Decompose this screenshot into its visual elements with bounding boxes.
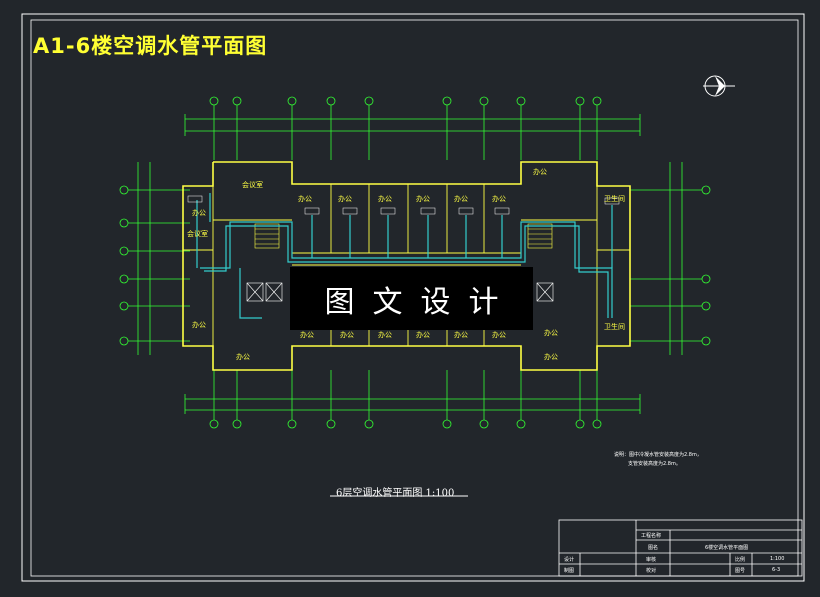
title-block-sheet-label: 图号: [735, 568, 746, 574]
room-label: 办公: [544, 353, 558, 361]
title-block-scale-value: 1:100: [770, 556, 785, 562]
room-label: 办公: [416, 331, 430, 339]
room-label: 办公: [454, 195, 468, 203]
room-label: 办公: [192, 321, 206, 329]
fan-coil-units: [187, 195, 620, 215]
title-block-review-label: 校对: [646, 568, 657, 574]
room-label: 办公: [340, 331, 354, 339]
elevators: [246, 282, 554, 302]
title-block-sheet-value: 6-3: [772, 567, 781, 573]
title-block-drawing-label: 图名: [648, 545, 659, 551]
room-label: 办公: [378, 195, 392, 203]
watermark-overlay: 图文设计: [290, 267, 533, 330]
room-label: 办公: [533, 168, 547, 176]
room-label: 卫生间: [604, 195, 625, 203]
room-label: 办公: [544, 329, 558, 337]
left-dimension-lines: [119, 162, 190, 355]
room-label: 卫生间: [604, 323, 625, 331]
room-label: 会议室: [242, 181, 263, 189]
room-label: 办公: [378, 331, 392, 339]
watermark-text: 图文设计: [324, 284, 517, 320]
right-dimension-lines: [630, 162, 711, 355]
room-label: 办公: [236, 353, 250, 361]
room-label: 办公: [298, 195, 312, 203]
title-block-drawing-name: 6楼空调水管平面图: [705, 545, 749, 551]
room-label: 办公: [416, 195, 430, 203]
title-block-grid: [558, 519, 803, 577]
room-label: 会议室: [187, 230, 208, 238]
inner-frame: [30, 19, 799, 577]
stair-right: [527, 223, 553, 249]
title-block-design-label: 设计: [564, 557, 575, 563]
room-label: 办公: [338, 195, 352, 203]
drawing-caption: 6层空调水管平面图 1:100: [336, 488, 455, 499]
title-block-scale-label: 比例: [735, 557, 746, 563]
room-label: 办公: [454, 331, 468, 339]
top-dimension-lines: [184, 114, 641, 136]
bottom-dimension-lines: [184, 370, 641, 429]
title-block-draw-label: 制图: [564, 568, 575, 574]
title-block-project-label: 工程名称: [641, 533, 662, 539]
title-block-check-label: 审核: [646, 557, 657, 563]
room-label: 办公: [492, 195, 506, 203]
outer-frame: [21, 13, 805, 582]
ac-water-pipes: [196, 193, 613, 319]
top-axis-markers: [209, 96, 602, 160]
building-walls: [182, 161, 631, 371]
stair-left: [254, 223, 280, 249]
drawing-sheet-title: A1-6楼空调水管平面图: [33, 34, 268, 58]
design-note-line2: 支管安装高度为2.8m。: [628, 461, 681, 467]
north-arrow-icon: [703, 75, 735, 97]
room-label: 办公: [300, 331, 314, 339]
room-label: 办公: [492, 331, 506, 339]
room-label: 办公: [192, 209, 206, 217]
design-note-line1: 说明：图中冷凝水管安装高度为2.8m，: [614, 452, 702, 458]
